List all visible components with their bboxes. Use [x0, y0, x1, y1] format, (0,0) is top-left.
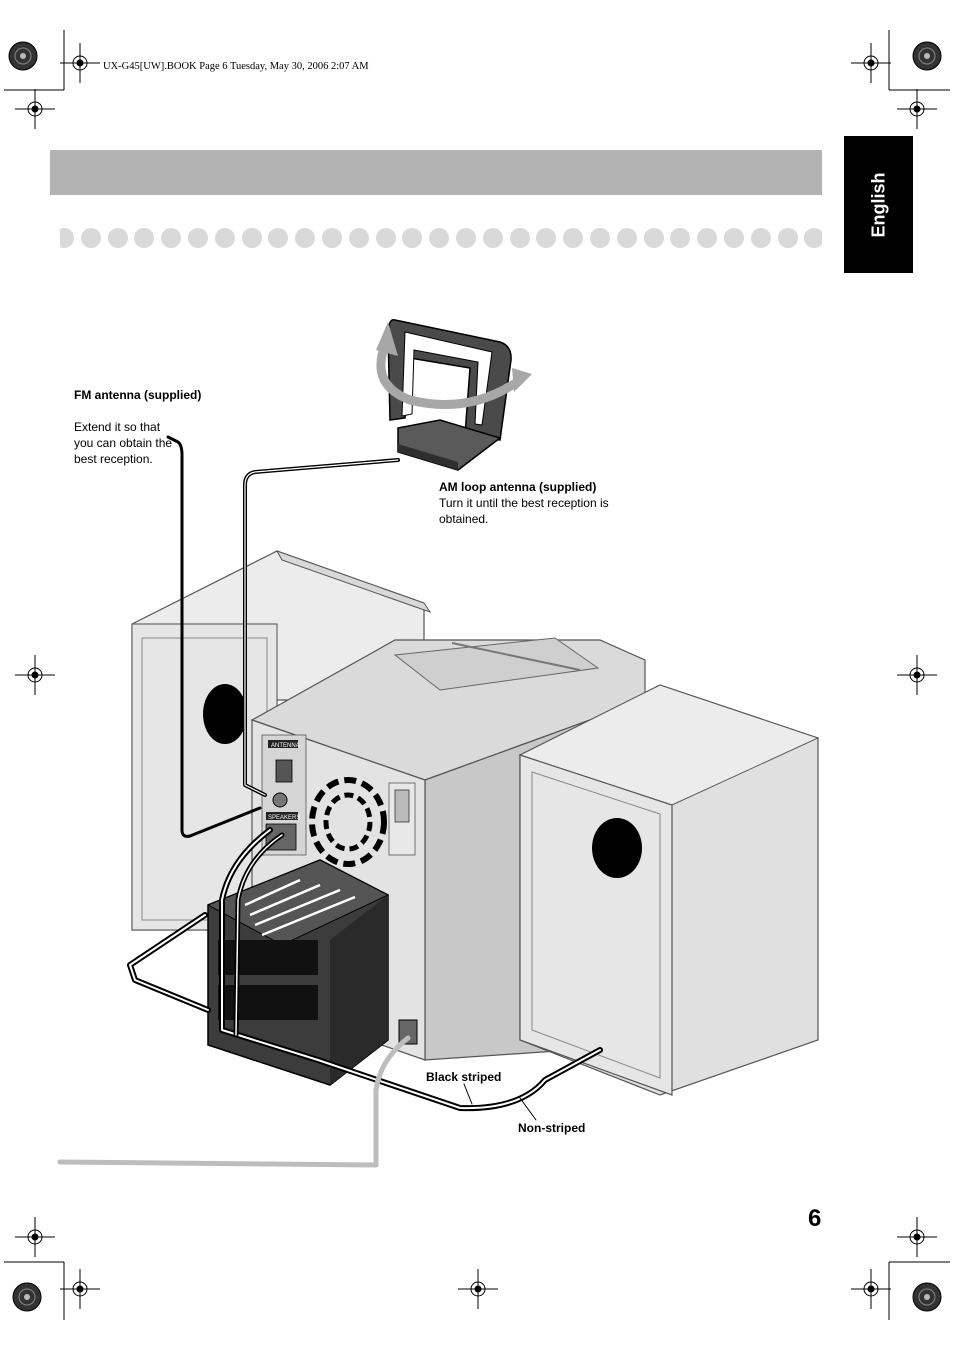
fm-antenna-desc-line: Extend it so that: [74, 420, 161, 434]
cooling-fan: [309, 777, 387, 867]
am-antenna-desc-line: Turn it until the best reception is: [439, 496, 609, 510]
subwoofer: [206, 859, 390, 1086]
decorative-dot: [241, 228, 262, 248]
decorative-dot: [402, 228, 423, 248]
decorative-dot: [777, 228, 798, 248]
fm-antenna-desc-line: you can obtain the: [74, 436, 173, 450]
decorative-dot: [509, 228, 530, 248]
decorative-dot: [697, 228, 718, 248]
decorative-dot: [616, 228, 637, 248]
right-speaker-cone: [592, 818, 642, 878]
crop-lines: [4, 30, 950, 1320]
decorative-dot: [429, 228, 450, 248]
right-speaker: [518, 684, 820, 1096]
decorative-dot: [590, 228, 610, 248]
decorative-dot: [804, 228, 822, 248]
decorative-dot: [80, 228, 101, 248]
fm-antenna-title: FM antenna (supplied): [74, 388, 202, 402]
decorative-dot: [188, 228, 208, 248]
page-number: 6: [808, 1205, 822, 1232]
decorative-dot: [268, 228, 289, 248]
decorative-dot: [214, 228, 235, 248]
decorative-dot: [375, 228, 396, 248]
antenna-panel-label: ANTENNA: [271, 743, 300, 749]
decorative-dot: [60, 228, 74, 248]
decorative-dot: [134, 228, 155, 248]
language-tab: English: [844, 136, 913, 273]
title-band: [50, 150, 822, 195]
decorative-dot: [107, 228, 128, 248]
am-loop-antenna: [387, 319, 512, 471]
decorative-dot: [750, 228, 771, 248]
decorative-dot: [724, 228, 744, 248]
decorative-dot: [482, 228, 503, 248]
decorative-dot: [643, 228, 664, 248]
decorative-dot: [322, 228, 342, 248]
decorative-dot: [161, 228, 182, 248]
left-speaker-cone: [203, 684, 247, 744]
speakers-panel-label: SPEAKERS: [268, 815, 300, 821]
black-striped-label: Black striped: [426, 1070, 502, 1084]
decorative-dot: [563, 228, 584, 248]
fm-antenna-desc-line: best reception.: [74, 452, 153, 466]
fm-antenna-description: Extend it so that you can obtain the bes…: [74, 419, 172, 467]
am-antenna-title: AM loop antenna (supplied): [439, 480, 597, 494]
decorative-dot: [348, 228, 369, 248]
print-header: UX-G45[UW].BOOK Page 6 Tuesday, May 30, …: [103, 61, 369, 72]
decorative-dot: [456, 228, 476, 248]
am-antenna-desc-line: obtained.: [439, 512, 489, 526]
decorative-dot: [536, 228, 557, 248]
rotation-arrow-icon: [376, 322, 532, 409]
non-striped-label: Non-striped: [518, 1121, 586, 1135]
decorative-dot: [295, 228, 316, 248]
cables: [57, 435, 603, 1168]
am-antenna-description: Turn it until the best reception is obta…: [439, 495, 609, 527]
dot-row: [60, 226, 822, 250]
decorative-dot: [670, 228, 691, 248]
